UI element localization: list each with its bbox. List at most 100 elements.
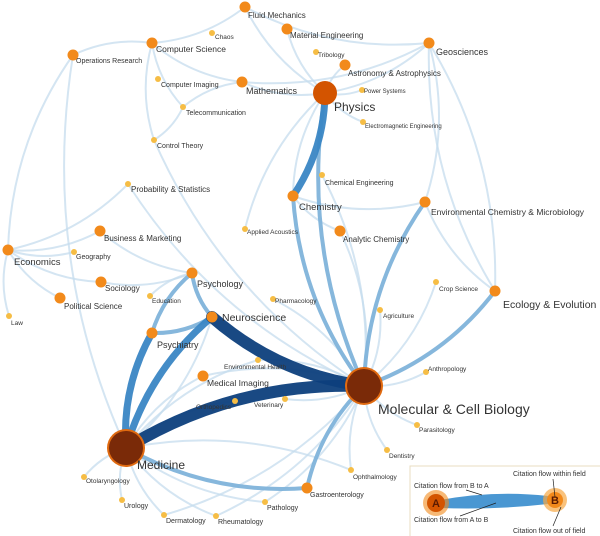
node-chem[interactable]: Chemistry [287, 190, 343, 214]
node-envchem[interactable]: Environmental Chemistry & Microbiology [419, 196, 585, 218]
node-opres[interactable]: Operations Research [67, 49, 143, 66]
node-material[interactable]: Material Engineering [281, 23, 364, 41]
node-agri[interactable]: Agriculture [377, 307, 414, 320]
node-circle [419, 196, 431, 208]
node-circle [81, 474, 87, 480]
node-power[interactable]: Power Systems [359, 87, 406, 95]
node-socio[interactable]: Sociology [95, 276, 140, 294]
node-law[interactable]: Law [6, 313, 23, 327]
node-medicine[interactable]: Medicine [107, 429, 185, 472]
node-envhealth[interactable]: Environmental Health [224, 357, 287, 371]
node-label: Crop Science [439, 286, 478, 293]
node-fluid[interactable]: Fluid Mechanics [239, 1, 306, 21]
node-circle [213, 513, 219, 519]
node-label: Chemistry [299, 202, 342, 213]
node-circle [319, 172, 325, 178]
node-label: Fluid Mechanics [248, 11, 306, 20]
node-business[interactable]: Business & Marketing [94, 225, 182, 244]
legend-within: Citation flow within field [513, 471, 586, 478]
node-circle [209, 30, 215, 36]
node-anchem[interactable]: Analytic Chemistry [334, 225, 410, 245]
node-circle [281, 23, 293, 35]
node-ophth[interactable]: Ophthalmology [348, 467, 397, 481]
edges-layer [2, 6, 497, 517]
node-chemeng[interactable]: Chemical Engineering [319, 172, 394, 187]
node-crop[interactable]: Crop Science [433, 279, 478, 293]
node-label: Urology [124, 503, 149, 510]
node-physics[interactable]: Physics [313, 81, 375, 114]
node-vet[interactable]: Veterinary [254, 396, 288, 409]
node-circle [155, 76, 161, 82]
edge-medicine-to-gastro [124, 446, 309, 491]
node-circle [180, 104, 186, 110]
node-label: Environmental Chemistry & Microbiology [431, 207, 585, 217]
node-em[interactable]: Electromagnetic Engineering [360, 119, 442, 130]
edge-fluid-to-geo [244, 6, 430, 46]
node-label: Gastroenterology [310, 492, 364, 499]
node-otol[interactable]: Otolaryngology [81, 474, 130, 485]
edge-geo-to-ecology [427, 42, 496, 292]
node-ortho[interactable]: Orthopedics [196, 398, 238, 411]
node-circle [71, 249, 77, 255]
node-mcb[interactable]: Molecular & Cell Biology [345, 367, 530, 417]
node-label: Rheumatology [218, 519, 264, 526]
node-telecom[interactable]: Telecommunication [180, 104, 246, 117]
node-circle [119, 497, 125, 503]
node-label: Applied Acoustics [247, 229, 299, 236]
node-circle [146, 327, 158, 339]
edge-business-to-psych [99, 230, 193, 274]
node-dent[interactable]: Dentistry [384, 447, 415, 460]
node-circle [423, 369, 429, 375]
node-neuro[interactable]: Neuroscience [206, 311, 287, 325]
node-geog[interactable]: Geography [71, 249, 111, 261]
node-acoustics[interactable]: Applied Acoustics [242, 226, 299, 236]
node-circle [433, 279, 439, 285]
node-chaos[interactable]: Chaos [209, 30, 235, 41]
node-label: Power Systems [364, 89, 406, 95]
edge-ecology-to-geo [428, 42, 497, 292]
node-circle [125, 181, 131, 187]
node-circle [359, 87, 365, 93]
node-circle [360, 119, 366, 125]
node-cs[interactable]: Computer Science [146, 37, 227, 55]
edge-envchem-to-geo [424, 42, 441, 203]
node-urology[interactable]: Urology [119, 497, 149, 510]
node-astro[interactable]: Astronomy & Astrophysics [339, 59, 441, 79]
node-edu[interactable]: Education [147, 293, 181, 305]
node-anthro[interactable]: Anthropology [423, 366, 467, 375]
node-psych[interactable]: Psychology [186, 267, 244, 290]
edge-econ-to-polsci [7, 249, 61, 299]
node-label: Pathology [267, 505, 299, 512]
node-gastro[interactable]: Gastroenterology [301, 482, 365, 500]
edge-physics-to-acoustics [244, 92, 326, 230]
node-control[interactable]: Control Theory [151, 137, 204, 150]
legend-node-b [547, 492, 563, 508]
node-polsci[interactable]: Political Science [54, 292, 123, 312]
node-patho[interactable]: Pathology [262, 499, 299, 512]
legend-b-to-a: Citation flow from B to A [414, 483, 489, 490]
node-prob[interactable]: Probability & Statistics [125, 181, 210, 194]
node-rheum[interactable]: Rheumatology [213, 513, 264, 526]
edge-opres-to-medicine [63, 54, 127, 449]
node-label: Psychiatry [157, 340, 199, 350]
node-derm[interactable]: Dermatology [161, 512, 206, 525]
node-ecology[interactable]: Ecology & Evolution [489, 285, 597, 312]
node-circle [232, 398, 238, 404]
node-label: Electromagnetic Engineering [365, 124, 442, 130]
node-econ[interactable]: Economics [2, 244, 61, 269]
node-circle [377, 307, 383, 313]
node-pharma[interactable]: Pharmacology [270, 296, 317, 305]
node-psychiatry[interactable]: Psychiatry [146, 327, 200, 351]
node-parasit[interactable]: Parasitology [414, 422, 456, 434]
edge-math-to-geo [241, 42, 430, 85]
node-circle [348, 467, 354, 473]
edge-control-to-telecom [153, 106, 184, 141]
node-medimg[interactable]: Medical Imaging [197, 370, 270, 389]
node-label: Mathematics [246, 86, 298, 96]
node-circle [236, 76, 248, 88]
node-tribology[interactable]: Tribology [313, 49, 345, 59]
node-cimg[interactable]: Computer Imaging [155, 76, 219, 89]
node-math[interactable]: Mathematics [236, 76, 298, 97]
edge-chem-to-envchem [292, 195, 426, 211]
node-geo[interactable]: Geosciences [423, 37, 489, 58]
